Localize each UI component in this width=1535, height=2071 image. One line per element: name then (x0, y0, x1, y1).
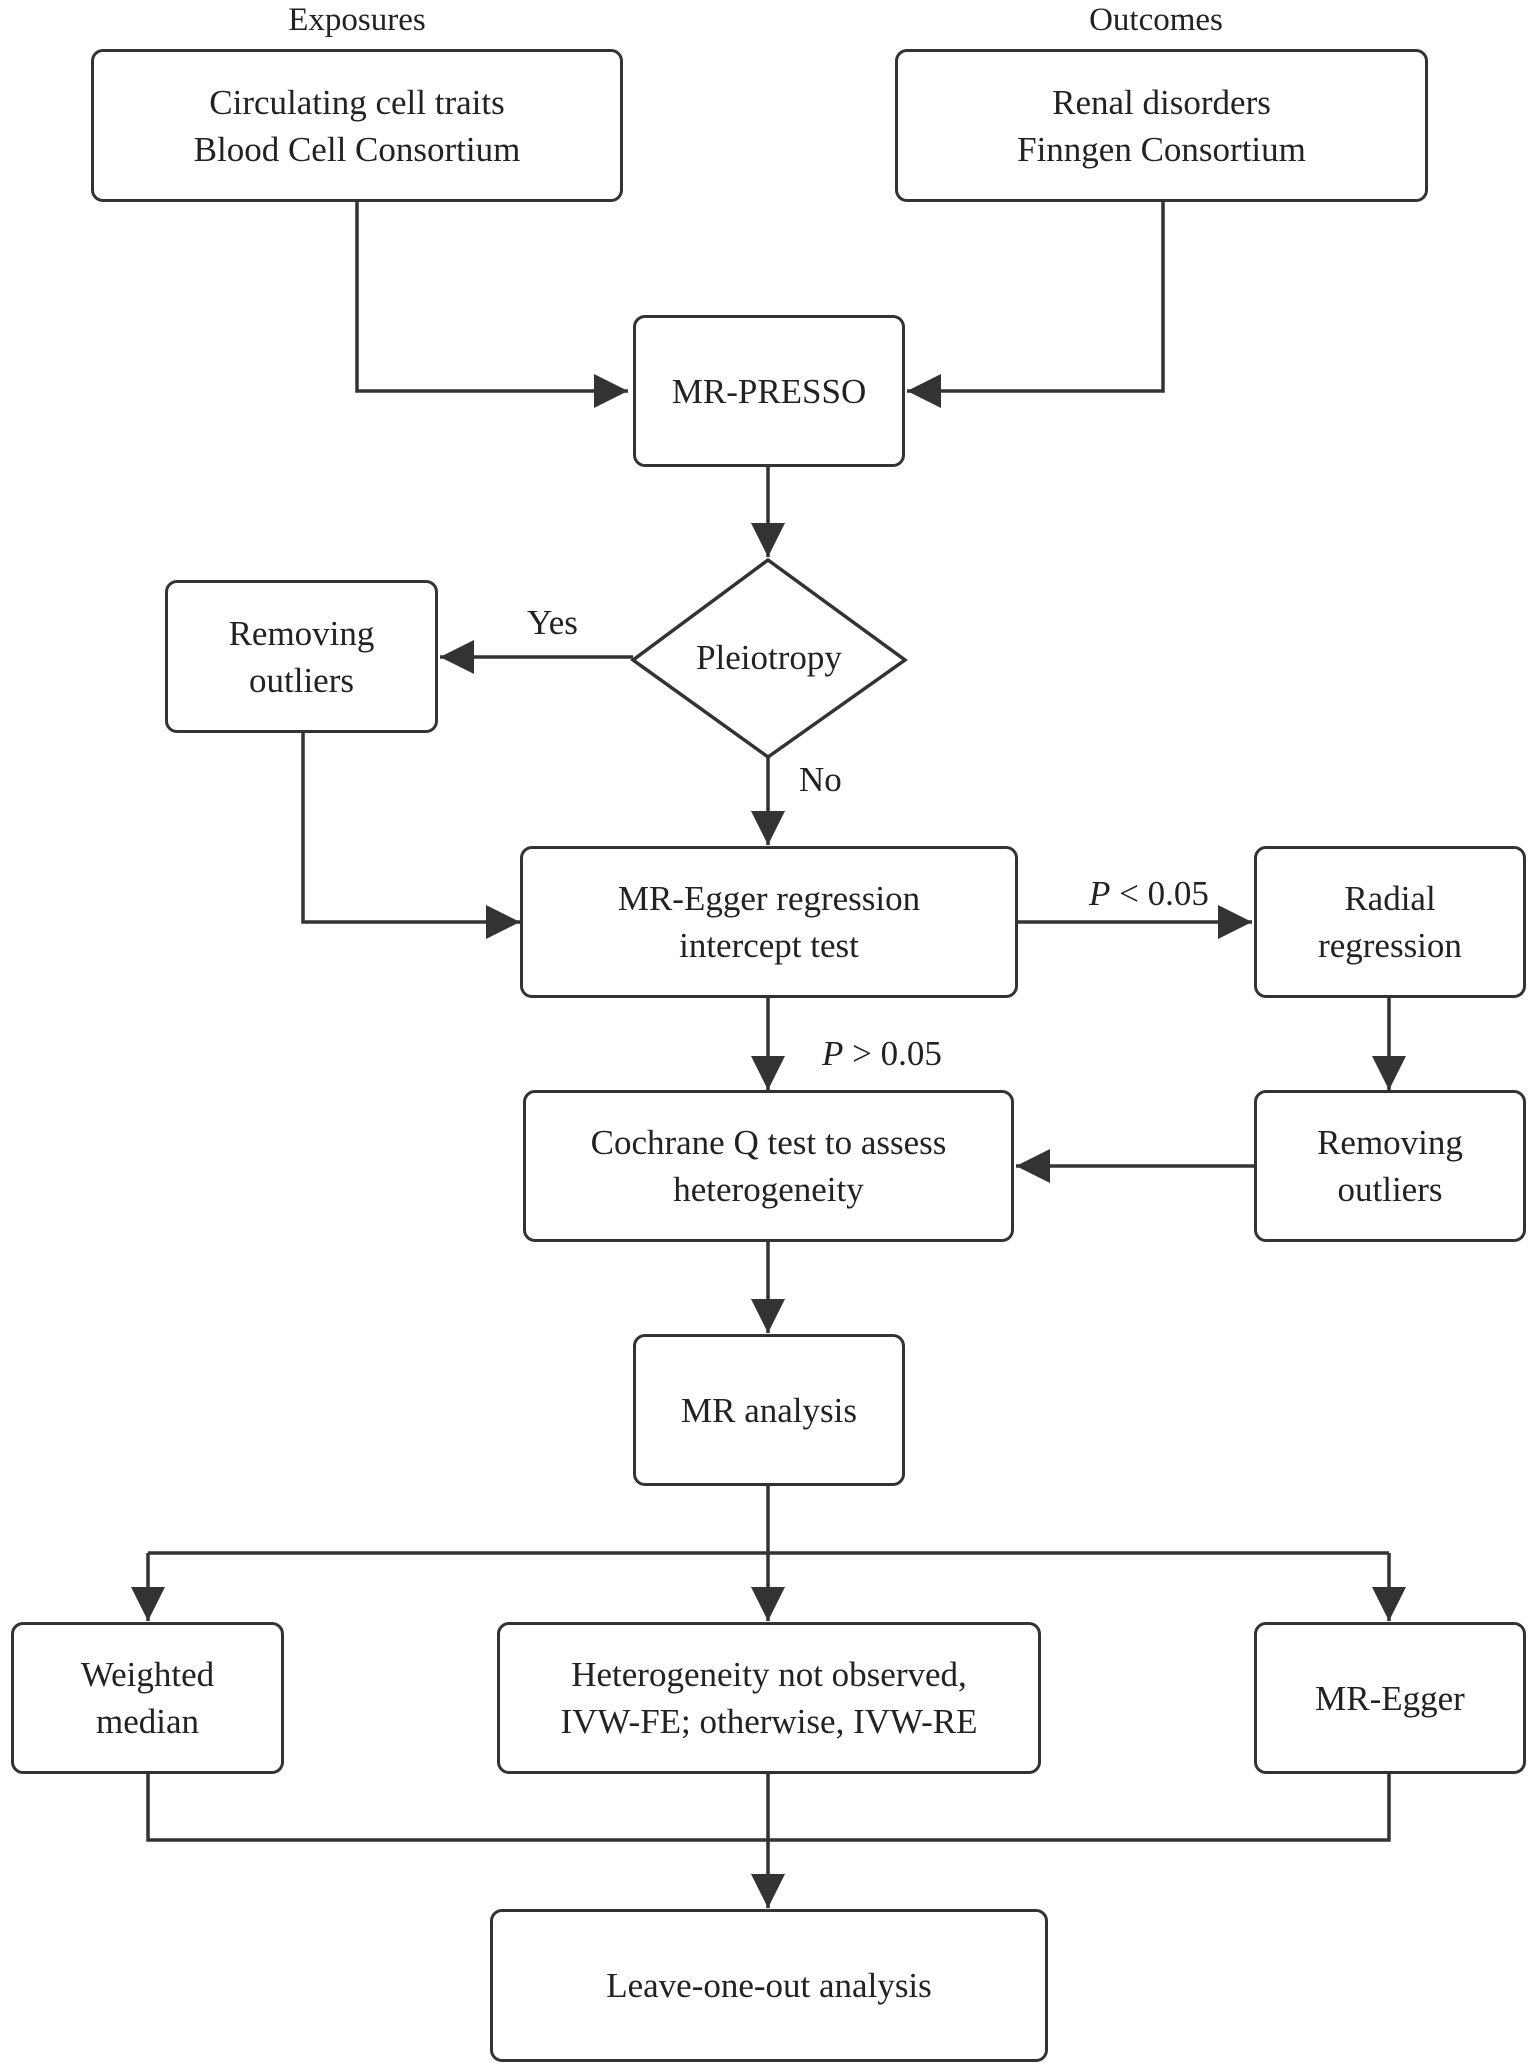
mr-presso-box: MR-PRESSO (633, 315, 905, 467)
weighted-median-line1: Weighted (80, 1655, 215, 1694)
removing-outliers-left-box: Removing outliers (165, 580, 438, 733)
removing-outliers-left-line2: outliers (249, 660, 354, 700)
cochrane-q-line1: Cochrane Q test to assess (590, 1123, 947, 1162)
exposure-box: Circulating cell traits Blood Cell Conso… (91, 49, 623, 202)
radial-regression-line2: regression (1318, 926, 1462, 965)
outcome-line2: Finngen Consortium (1017, 129, 1306, 169)
outcome-box: Renal disorders Finngen Consortium (895, 49, 1428, 202)
p-greater-symbol: P (822, 1034, 844, 1073)
ivw-box: Heterogeneity not observed, IVW-FE; othe… (497, 1622, 1041, 1774)
mr-egger-test-line2: intercept test (679, 926, 859, 965)
p-less-text: < 0.05 (1110, 874, 1209, 913)
cochrane-q-box: Cochrane Q test to assess heterogeneity (523, 1090, 1014, 1242)
removing-outliers-right-line1: Removing (1317, 1123, 1463, 1162)
no-label: No (799, 760, 842, 799)
p-greater-label: P > 0.05 (822, 1034, 942, 1074)
p-less-label: P < 0.05 (1089, 874, 1209, 914)
pleiotropy-label: Pleiotropy (696, 638, 842, 677)
pleiotropy-diamond (630, 557, 908, 760)
outcome-line1: Renal disorders (1052, 82, 1271, 122)
edge-outliers-left-to-egger (301, 733, 520, 939)
weighted-median-line2: median (95, 1702, 200, 1741)
radial-regression-line1: Radial (1344, 879, 1436, 918)
ivw-line2: IVW-FE; otherwise, IVW-RE (560, 1702, 978, 1741)
yes-label: Yes (527, 603, 578, 642)
edge-exposure-to-mrpresso (355, 202, 628, 408)
mr-egger-label: MR-Egger (1315, 1678, 1465, 1718)
removing-outliers-left-line1: Removing (228, 613, 375, 653)
p-less-symbol: P (1089, 874, 1111, 913)
exposure-line1: Circulating cell traits (209, 82, 505, 122)
radial-regression-box: Radial regression (1254, 846, 1526, 998)
weighted-median-box: Weighted median (11, 1622, 284, 1774)
mr-analysis-box: MR analysis (633, 1334, 905, 1486)
outcomes-title: Outcomes (1089, 2, 1223, 38)
p-greater-text: > 0.05 (843, 1034, 942, 1073)
removing-outliers-right-box: Removing outliers (1254, 1090, 1526, 1242)
edge-outcome-to-mrpresso (907, 202, 1165, 408)
mr-analysis-label: MR analysis (681, 1390, 857, 1430)
cochrane-q-line2: heterogeneity (673, 1170, 864, 1209)
mr-egger-test-line1: MR-Egger regression (617, 879, 921, 918)
mr-presso-label: MR-PRESSO (671, 371, 867, 411)
exposures-title: Exposures (288, 2, 426, 38)
leave-one-out-label: Leave-one-out analysis (606, 1966, 932, 2005)
mr-egger-box: MR-Egger (1254, 1622, 1526, 1774)
ivw-line1: Heterogeneity not observed, (571, 1655, 967, 1694)
exposure-line2: Blood Cell Consortium (193, 129, 521, 169)
leave-one-out-box: Leave-one-out analysis (490, 1909, 1048, 2062)
removing-outliers-right-line2: outliers (1337, 1170, 1443, 1209)
mr-egger-test-box: MR-Egger regression intercept test (520, 846, 1018, 998)
